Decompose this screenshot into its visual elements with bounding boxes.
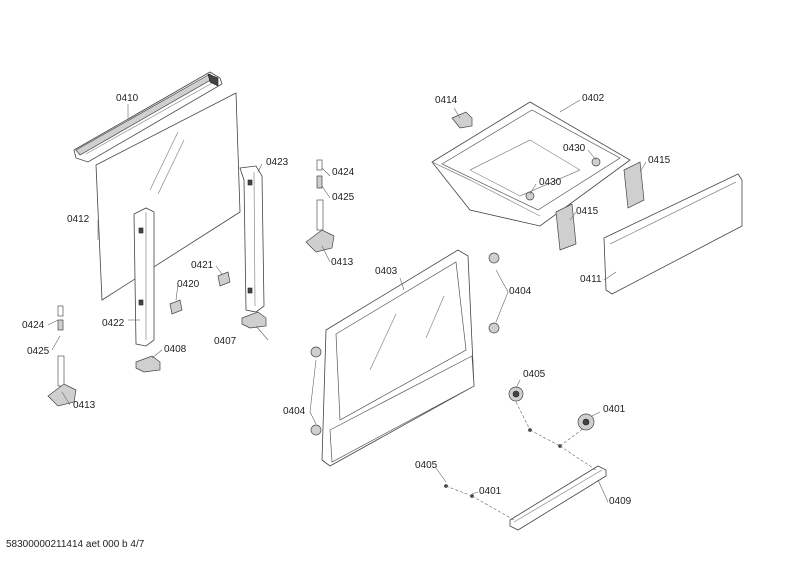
part-0405-knob-upper bbox=[508, 386, 524, 402]
part-0407-bracket bbox=[241, 311, 267, 329]
part-0404-bumpers bbox=[310, 252, 500, 436]
part-label-0405-b[interactable]: 0405 bbox=[415, 460, 438, 471]
part-label-0420[interactable]: 0420 bbox=[177, 279, 200, 290]
part-0425-mid-pin bbox=[316, 175, 323, 189]
part-label-0415-a[interactable]: 0415 bbox=[648, 155, 671, 166]
assembly-dashed-lines bbox=[445, 401, 597, 521]
part-0414-clip bbox=[451, 111, 473, 129]
part-label-0414[interactable]: 0414 bbox=[435, 95, 458, 106]
part-label-0405-a[interactable]: 0405 bbox=[523, 369, 546, 380]
part-label-0408[interactable]: 0408 bbox=[164, 344, 187, 355]
part-label-0412[interactable]: 0412 bbox=[67, 214, 90, 225]
part-0402-pan bbox=[431, 101, 631, 227]
part-0411-control-panel bbox=[603, 173, 743, 295]
part-0423-right-rail bbox=[239, 165, 265, 313]
part-label-0421[interactable]: 0421 bbox=[191, 260, 214, 271]
part-0425-left-pin bbox=[57, 319, 64, 331]
part-0424-mid-pin bbox=[316, 159, 323, 171]
part-0412-glass-panel bbox=[95, 92, 241, 301]
part-0401-knob-upper bbox=[577, 413, 595, 431]
part-label-0404-a[interactable]: 0404 bbox=[509, 286, 532, 297]
part-0420-clip bbox=[169, 299, 183, 315]
part-label-0422[interactable]: 0422 bbox=[102, 318, 125, 329]
part-label-0401-a[interactable]: 0401 bbox=[603, 404, 626, 415]
part-label-0413-mid[interactable]: 0413 bbox=[331, 257, 354, 268]
part-label-0404-b[interactable]: 0404 bbox=[283, 406, 306, 417]
part-0415-bracket-lower bbox=[555, 203, 577, 251]
part-label-0402[interactable]: 0402 bbox=[582, 93, 605, 104]
part-label-0409[interactable]: 0409 bbox=[609, 496, 632, 507]
part-label-0425-mid[interactable]: 0425 bbox=[332, 192, 355, 203]
part-0421-clip bbox=[217, 271, 231, 287]
part-0413-left-hinge bbox=[47, 355, 77, 407]
part-label-0424-left[interactable]: 0424 bbox=[22, 320, 45, 331]
part-0424-left-pin bbox=[57, 305, 64, 317]
part-0403-door bbox=[321, 249, 475, 467]
part-label-0407[interactable]: 0407 bbox=[214, 336, 237, 347]
part-label-0425-left[interactable]: 0425 bbox=[27, 346, 50, 357]
part-label-0430-a[interactable]: 0430 bbox=[563, 143, 586, 154]
part-label-0411[interactable]: 0411 bbox=[580, 274, 602, 285]
part-0409-handle bbox=[509, 465, 607, 531]
part-label-0415-b[interactable]: 0415 bbox=[576, 206, 599, 217]
part-label-0423[interactable]: 0423 bbox=[266, 157, 289, 168]
part-0410-trim-strip bbox=[73, 71, 223, 163]
fastener-dots bbox=[444, 428, 562, 498]
part-0422-left-rail bbox=[133, 207, 155, 347]
leader-lines bbox=[47, 99, 647, 503]
part-label-0430-b[interactable]: 0430 bbox=[539, 177, 562, 188]
part-label-0401-b[interactable]: 0401 bbox=[479, 486, 502, 497]
part-0413-mid-hinge bbox=[305, 199, 335, 253]
part-0408-bracket bbox=[135, 355, 161, 373]
part-label-0413-left[interactable]: 0413 bbox=[73, 400, 96, 411]
part-label-0424-mid[interactable]: 0424 bbox=[332, 167, 355, 178]
part-label-0403[interactable]: 0403 bbox=[375, 266, 398, 277]
part-0415-bracket-upper bbox=[623, 161, 645, 209]
document-footer: 58300000211414 aet 000 b 4/7 bbox=[6, 539, 145, 550]
part-label-0410[interactable]: 0410 bbox=[116, 93, 139, 104]
